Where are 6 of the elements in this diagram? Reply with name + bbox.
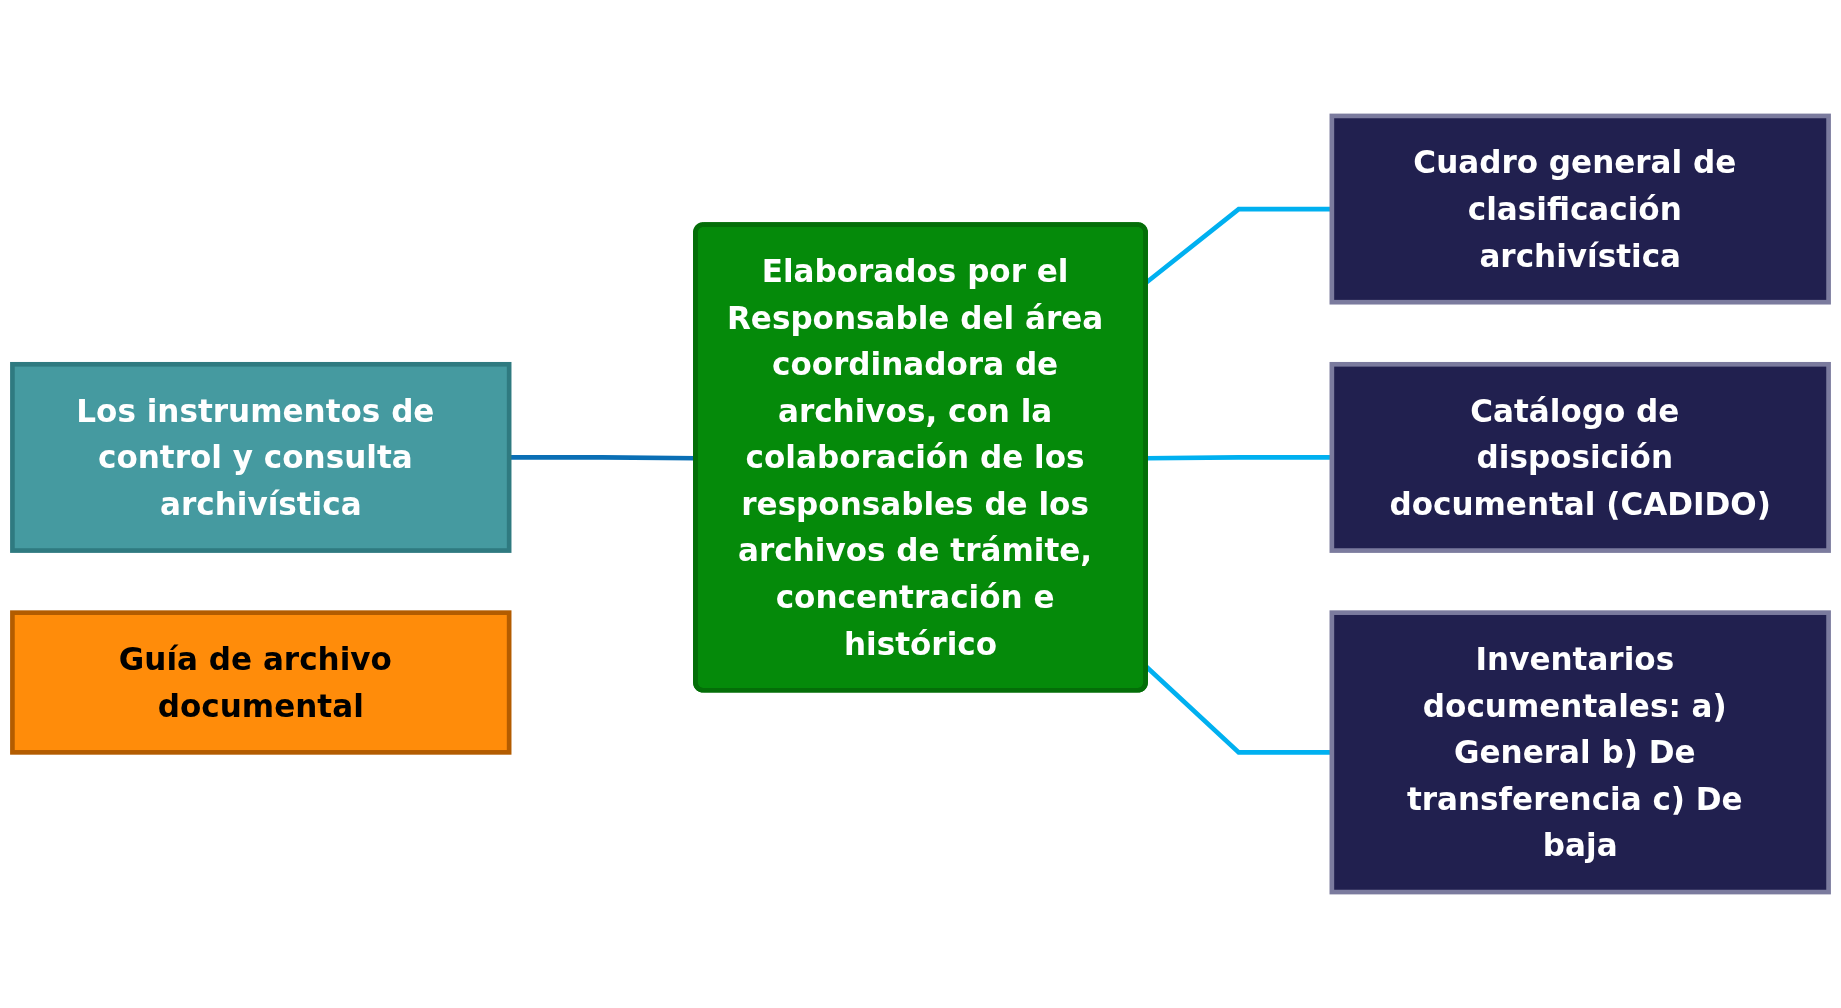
- node-box: Los instrumentos de control y consulta archivística: [10, 361, 512, 553]
- node-box: Guía de archivo documental: [10, 610, 512, 755]
- node-box: Catálogo de disposición documental (CADIDO): [1329, 361, 1831, 553]
- node-box: Cuadro general de clasificación archivística: [1329, 113, 1831, 305]
- node-box: Inventarios documentales: a) General b) De transferencia c) De baja: [1329, 610, 1831, 895]
- connector: [1146, 455, 1332, 461]
